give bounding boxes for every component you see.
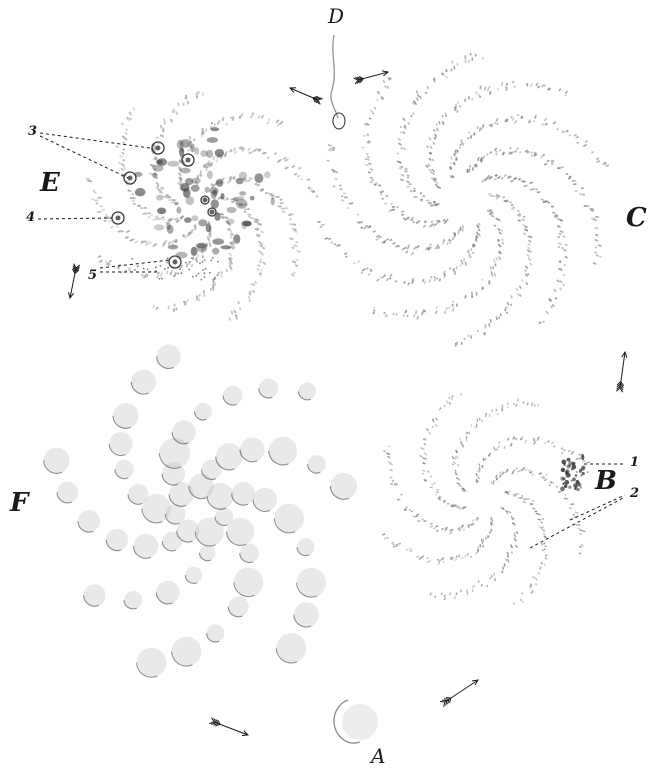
leader-line-4 [38, 218, 112, 219]
leader-line-2b [530, 497, 625, 548]
feathered-arrow-icon [290, 88, 323, 105]
cluster-b-patch [560, 454, 586, 491]
arrows-layer [69, 71, 627, 736]
cluster-f [44, 344, 378, 743]
label-d: D [328, 4, 344, 28]
label-number-4: 4 [26, 210, 35, 225]
label-number-2: 2 [630, 486, 639, 501]
feathered-arrow-icon [616, 352, 627, 392]
leader-line-2a [570, 495, 625, 520]
label-c: C [626, 203, 647, 233]
cluster-c [317, 53, 609, 347]
feathered-arrow-icon [440, 680, 478, 707]
cluster-b [382, 393, 590, 605]
feathered-arrow-icon [209, 718, 248, 736]
label-number-3: 3 [28, 124, 37, 139]
cell-d [331, 35, 345, 129]
label-number-5: 5 [88, 268, 97, 283]
label-e: E [40, 168, 60, 198]
label-a: A [371, 744, 385, 768]
cluster-e [86, 91, 319, 321]
feathered-arrow-icon [69, 264, 80, 298]
label-number-1: 1 [630, 455, 639, 470]
label-f: F [10, 488, 28, 518]
leader-line-3a [40, 133, 150, 148]
feathered-arrow-icon [354, 71, 389, 84]
label-b: B [595, 466, 617, 496]
stipple-layer [44, 35, 609, 743]
